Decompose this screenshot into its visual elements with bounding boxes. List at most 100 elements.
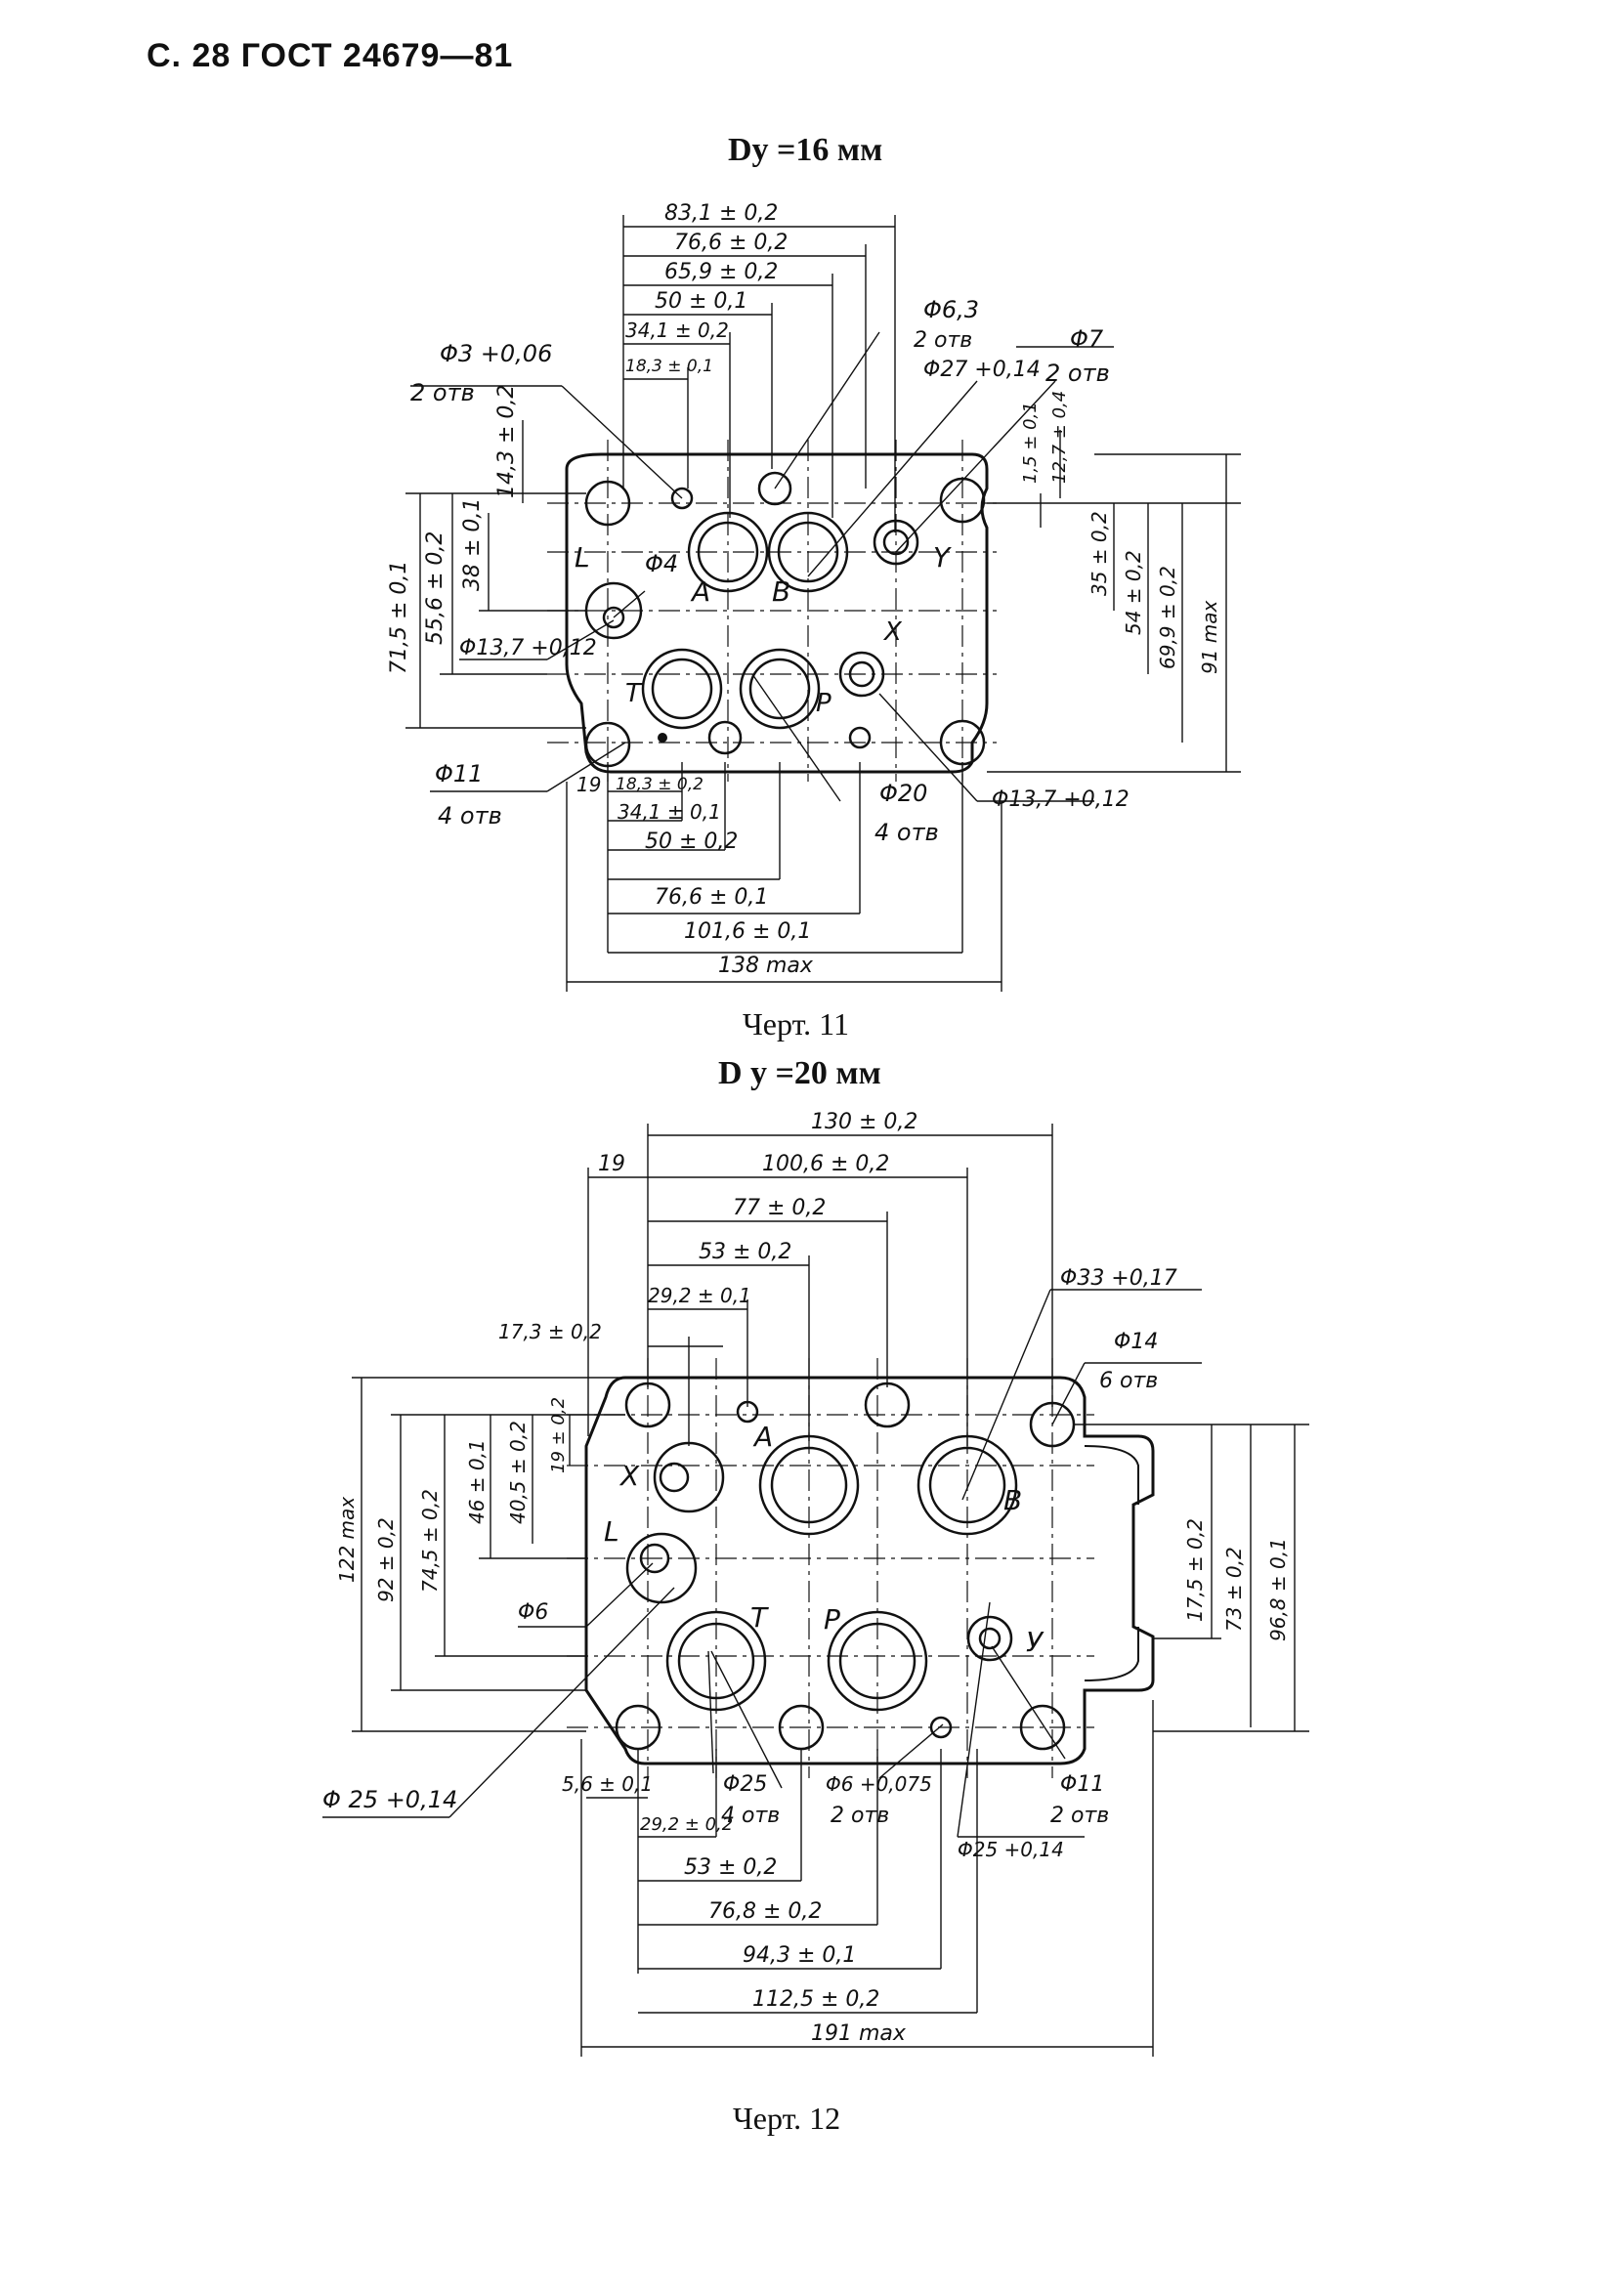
fig11-callout-d11: Φ11 bbox=[435, 760, 483, 787]
fig11-dim-76-6b: 76,6 ± 0,1 bbox=[655, 885, 768, 910]
fig11-dim-38: 38 ± 0,1 bbox=[460, 498, 485, 591]
fig11-dim-34-1b: 34,1 ± 0,1 bbox=[618, 800, 721, 824]
fig12-dim-19-left: 19 ± 0,2 bbox=[548, 1397, 569, 1473]
fig11-dim-18-3b: 18,3 ± 0,2 bbox=[616, 775, 703, 794]
fig11-callout-d27: Φ27 +0,14 bbox=[923, 358, 1041, 382]
fig11-callout-d6-qty: 2 отв bbox=[914, 328, 972, 353]
figure-12-title: D у =20 мм bbox=[718, 1055, 881, 1091]
fig11-dim-34-1: 34,1 ± 0,2 bbox=[625, 319, 729, 342]
fig12-label-l: L bbox=[604, 1515, 619, 1548]
fig11-port-p-inner bbox=[748, 658, 811, 720]
fig11-callout-d7-qty: 2 отв bbox=[1045, 360, 1110, 387]
fig11-label-b: B bbox=[772, 575, 790, 608]
fig11-label-t: T bbox=[625, 679, 643, 708]
fig11-callout-d3-qty: 2 отв bbox=[410, 379, 475, 406]
fig12-label-p: P bbox=[824, 1603, 840, 1636]
fig11-dim-83-1: 83,1 ± 0,2 bbox=[664, 201, 778, 226]
fig11-dim-54: 54 ± 0,2 bbox=[1122, 550, 1145, 635]
fig12-callout-d14-qty: 6 отв bbox=[1099, 1369, 1158, 1393]
fig11-dim-1-5: 1,5 ± 0,1 bbox=[1020, 402, 1041, 484]
fig11-callout-d4: Φ4 bbox=[645, 550, 678, 577]
fig11-dim-55-6: 55,6 ± 0,2 bbox=[423, 531, 448, 645]
fig11-dim-14-3: 14,3 ± 0,2 bbox=[494, 385, 519, 498]
fig12-dim-74-5: 74,5 ± 0,2 bbox=[418, 1489, 442, 1593]
fig11-dim-50: 50 ± 0,1 bbox=[655, 289, 747, 314]
fig11-dim-35: 35 ± 0,2 bbox=[1087, 511, 1111, 596]
fig12-dim-53: 53 ± 0,2 bbox=[699, 1240, 791, 1264]
fig12-callout-d25a: Φ 25 +0,14 bbox=[322, 1786, 457, 1813]
fig12-callout-d33: Φ33 +0,17 bbox=[1060, 1266, 1177, 1291]
fig12-dim-29-2b: 29,2 ± 0,2 bbox=[640, 1814, 733, 1835]
fig12-label-b: B bbox=[1003, 1484, 1022, 1516]
fig11-dot bbox=[658, 733, 667, 743]
fig12-dim-112-5: 112,5 ± 0,2 bbox=[752, 1987, 879, 2012]
fig11-dim-138-max: 138 max bbox=[718, 954, 814, 978]
fig11-callout-d13-7a: Φ13,7 +0,12 bbox=[459, 636, 597, 660]
fig12-dim-46: 46 ± 0,1 bbox=[465, 1439, 489, 1524]
fig11-body-outline bbox=[565, 452, 989, 774]
fig12-body-outline bbox=[584, 1376, 1155, 1765]
fig11-callout-d20-qty: 4 отв bbox=[874, 819, 939, 846]
fig11-dim-19: 19 bbox=[576, 773, 601, 796]
page-header: С. 28 ГОСТ 24679—81 bbox=[147, 37, 514, 74]
fig12-dim-94-3: 94,3 ± 0,1 bbox=[743, 1943, 856, 1968]
fig11-port-l-inner bbox=[602, 606, 625, 629]
fig12-callout-d14: Φ14 bbox=[1114, 1330, 1158, 1354]
fig12-callout-d6: Φ6 bbox=[518, 1600, 548, 1625]
fig12-label-x: X bbox=[618, 1460, 640, 1492]
fig11-dim-76-6: 76,6 ± 0,2 bbox=[674, 231, 788, 255]
fig12-dim-17-5: 17,5 ± 0,2 bbox=[1183, 1518, 1207, 1622]
fig11-callout-d20: Φ20 bbox=[879, 780, 927, 807]
fig11-dim-18-3: 18,3 ± 0,1 bbox=[625, 357, 713, 376]
fig12-dim-53b: 53 ± 0,2 bbox=[684, 1855, 777, 1880]
fig12-callout-d11-qty: 2 отв bbox=[1050, 1804, 1109, 1828]
fig11-dim-71-5: 71,5 ± 0,1 bbox=[387, 561, 411, 674]
fig11-port-t-inner bbox=[651, 658, 713, 720]
fig12-dim-76-8: 76,8 ± 0,2 bbox=[708, 1899, 822, 1924]
fig12-dim-191-max: 191 max bbox=[811, 2021, 907, 2046]
fig11-label-a: A bbox=[690, 575, 710, 608]
fig11-port-t bbox=[641, 648, 723, 730]
fig11-dim-12-7: 12,7 ± 0,4 bbox=[1049, 391, 1070, 484]
fig11-dim-50b: 50 ± 0,2 bbox=[645, 829, 738, 854]
fig12-port-y bbox=[966, 1615, 1013, 1662]
fig11-pin-hole bbox=[670, 487, 694, 510]
fig12-callout-d25b: Φ25 +0,14 bbox=[958, 1838, 1064, 1861]
fig12-dim-73: 73 ± 0,2 bbox=[1222, 1547, 1246, 1632]
fig11-callout-d7: Φ7 bbox=[1070, 325, 1104, 353]
fig11-callout-d6: Φ6,3 bbox=[923, 296, 979, 323]
fig11-callout-d13-7b: Φ13,7 +0,12 bbox=[992, 787, 1130, 812]
fig11-port-p bbox=[739, 648, 821, 730]
fig11-label-l: L bbox=[575, 541, 590, 574]
fig12-dim-100-6: 100,6 ± 0,2 bbox=[762, 1152, 889, 1176]
fig12-dim-96-8: 96,8 ± 0,1 bbox=[1266, 1538, 1290, 1641]
fig12-label-a: A bbox=[752, 1421, 773, 1453]
fig11-label-x: X bbox=[882, 617, 903, 647]
figure-12-drawing: 130 ± 0,2 19 100,6 ± 0,2 77 ± 0,2 53 ± 0… bbox=[322, 1110, 1309, 2057]
fig12-dim-122-max: 122 max bbox=[335, 1497, 359, 1583]
fig12-dim-17-3: 17,3 ± 0,2 bbox=[498, 1320, 602, 1343]
figure-11-caption: Черт. 11 bbox=[743, 1006, 849, 1042]
fig11-dim-91-max: 91 max bbox=[1198, 600, 1221, 674]
figure-11-drawing: 83,1 ± 0,2 76,6 ± 0,2 65,9 ± 0,2 50 ± 0,… bbox=[387, 201, 1241, 992]
fig12-label-y: У bbox=[1026, 1626, 1044, 1658]
fig11-label-y: Y bbox=[933, 541, 952, 574]
fig11-pin-hole bbox=[707, 720, 743, 755]
fig11-dim-101-6: 101,6 ± 0,1 bbox=[684, 919, 811, 944]
fig11-callout-d3: Φ3 +0,06 bbox=[440, 340, 552, 367]
fig12-dim-29-2: 29,2 ± 0,1 bbox=[648, 1284, 751, 1307]
fig12-dim-130: 130 ± 0,2 bbox=[811, 1110, 917, 1134]
fig12-mount-hole bbox=[864, 1382, 911, 1428]
fig12-dim-92: 92 ± 0,2 bbox=[374, 1517, 398, 1602]
fig11-pin-hole bbox=[848, 726, 872, 749]
fig12-callout-d25: Φ25 bbox=[723, 1772, 767, 1797]
fig12-dim-40-5: 40,5 ± 0,2 bbox=[506, 1421, 530, 1524]
fig12-dim-19: 19 bbox=[598, 1152, 625, 1176]
fig11-dim-65-9: 65,9 ± 0,2 bbox=[664, 260, 778, 284]
fig12-dim-5-6: 5,6 ± 0,1 bbox=[562, 1772, 653, 1796]
fig12-port-x-inner bbox=[659, 1462, 690, 1493]
fig12-port-l bbox=[625, 1532, 698, 1604]
fig11-dim-69-9: 69,9 ± 0,2 bbox=[1156, 566, 1179, 669]
fig12-callout-d6b: Φ6 +0,075 bbox=[826, 1772, 932, 1796]
